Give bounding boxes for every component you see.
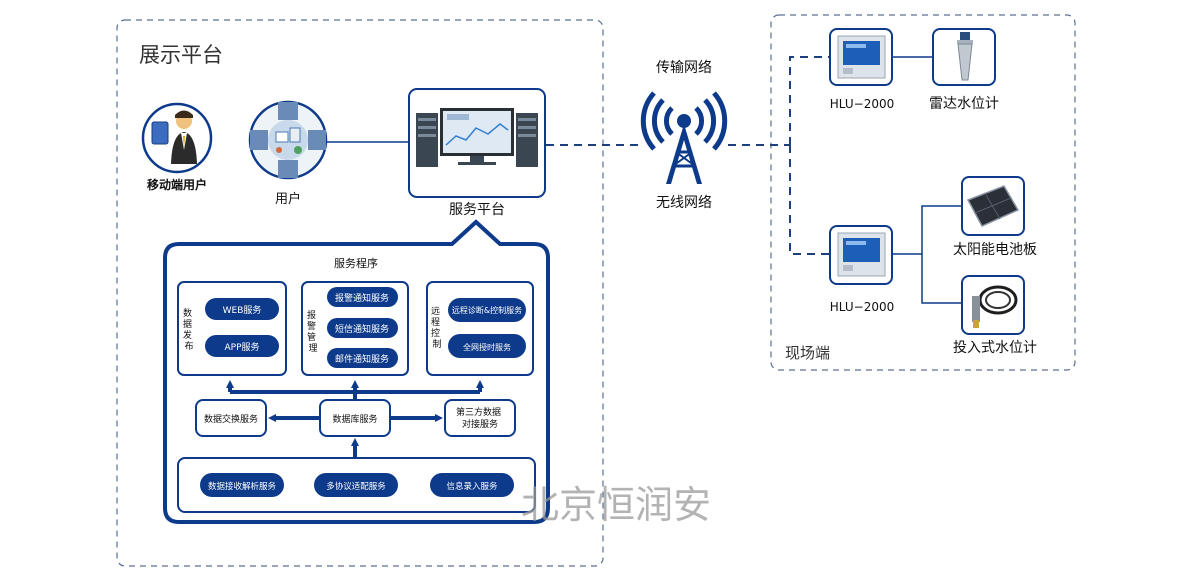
service-program-title: 服务程序 — [334, 256, 378, 270]
data-receive-label: 数据接收解析服务 — [208, 481, 277, 492]
data-receive-button — [200, 473, 284, 497]
mobile-user-node: 移动端用户 — [141, 102, 213, 192]
service-platform-node: 服务平台 — [408, 88, 546, 218]
web-service-button — [205, 298, 279, 320]
field-device-1: HLU−2000 雷达水位计 — [829, 28, 999, 112]
mobile-user-label: 移动端用户 — [147, 177, 207, 192]
field-device-2: HLU−2000 太阳能电池板 投入式水位计 — [829, 176, 1037, 356]
web-service-label: WEB服务 — [223, 304, 262, 316]
database-label: 数据库服务 — [332, 413, 377, 425]
info-entry-button — [430, 473, 514, 497]
hlu-device-icon — [837, 232, 886, 277]
sms-notify-button — [327, 318, 398, 338]
submersible-level-sensor-icon — [972, 285, 1018, 328]
database-node: 数据库服务 — [319, 399, 391, 437]
network-title: 传输网络 — [656, 60, 712, 76]
hlu-device-icon — [837, 35, 886, 79]
remote-control-group: 远 程 控 制 远程诊断&控制服务 全网授时服务 — [426, 281, 534, 376]
info-entry-label: 信息录入服务 — [446, 481, 498, 492]
data-publish-label: 数 据 发 布 — [183, 307, 195, 352]
remote-label: 远 程 控 制 — [431, 306, 443, 350]
email-notify-button — [327, 348, 398, 368]
watermark-text: 北京恒润安 — [521, 483, 711, 527]
remote-diagnose-label: 远程诊断&控制服务 — [452, 305, 522, 315]
protocol-adapter-label: 多协议适配服务 — [326, 481, 386, 492]
time-sync-label: 全网授时服务 — [463, 342, 511, 352]
data-exchange-label: 数据交换服务 — [204, 413, 258, 425]
solar-panel-icon — [966, 185, 1020, 227]
time-sync-button — [448, 334, 526, 358]
server-workstation-icon — [416, 108, 538, 167]
field-title: 现场端 — [785, 344, 830, 362]
user-node: 用户 — [248, 100, 328, 207]
device1-label: HLU−2000 — [830, 97, 895, 111]
user-icon — [250, 102, 326, 178]
service-program-panel: 服务程序 数 据 发 布 WEB服务 APP服务 报 警 管 理 — [163, 219, 550, 524]
alarm-notify-button — [327, 287, 398, 307]
solar-panel-label: 太阳能电池板 — [953, 242, 1037, 258]
radar-level-sensor-icon — [957, 32, 973, 81]
app-service-label: APP服务 — [224, 341, 259, 353]
data-publish-group: 数 据 发 布 WEB服务 APP服务 — [177, 281, 287, 376]
alarm-label: 报 警 管 理 — [307, 309, 319, 354]
app-service-button — [205, 335, 279, 357]
user-label: 用户 — [275, 191, 301, 207]
display-platform-title: 展示平台 — [139, 43, 223, 67]
third-party-node: 第三方数据 对接服务 — [444, 399, 516, 437]
data-exchange-node: 数据交换服务 — [195, 399, 267, 437]
wireless-network-node: 传输网络 无线网络 — [640, 60, 728, 211]
sms-notify-label: 短信通知服务 — [335, 323, 389, 335]
mobile-user-icon — [151, 110, 197, 164]
service-platform-label: 服务平台 — [449, 202, 505, 218]
third-party-label: 第三方数据 对接服务 — [456, 406, 504, 430]
email-notify-label: 邮件通知服务 — [335, 353, 389, 365]
submersible-sensor-label: 投入式水位计 — [953, 340, 1037, 356]
bottom-services-group: 数据接收解析服务 多协议适配服务 信息录入服务 — [177, 457, 536, 513]
alarm-notify-label: 报警通知服务 — [335, 292, 389, 304]
protocol-adapter-button — [314, 473, 398, 497]
alarm-management-group: 报 警 管 理 报警通知服务 短信通知服务 邮件通知服务 — [301, 281, 409, 376]
device2-label: HLU−2000 — [830, 300, 895, 314]
field-section: 现场端 — [770, 14, 1076, 371]
radar-sensor-label: 雷达水位计 — [929, 96, 999, 112]
remote-diagnose-button — [448, 298, 526, 322]
display-platform-section: 展示平台 — [116, 19, 604, 567]
wireless-network-label: 无线网络 — [656, 195, 712, 211]
antenna-tower-icon — [640, 91, 728, 184]
